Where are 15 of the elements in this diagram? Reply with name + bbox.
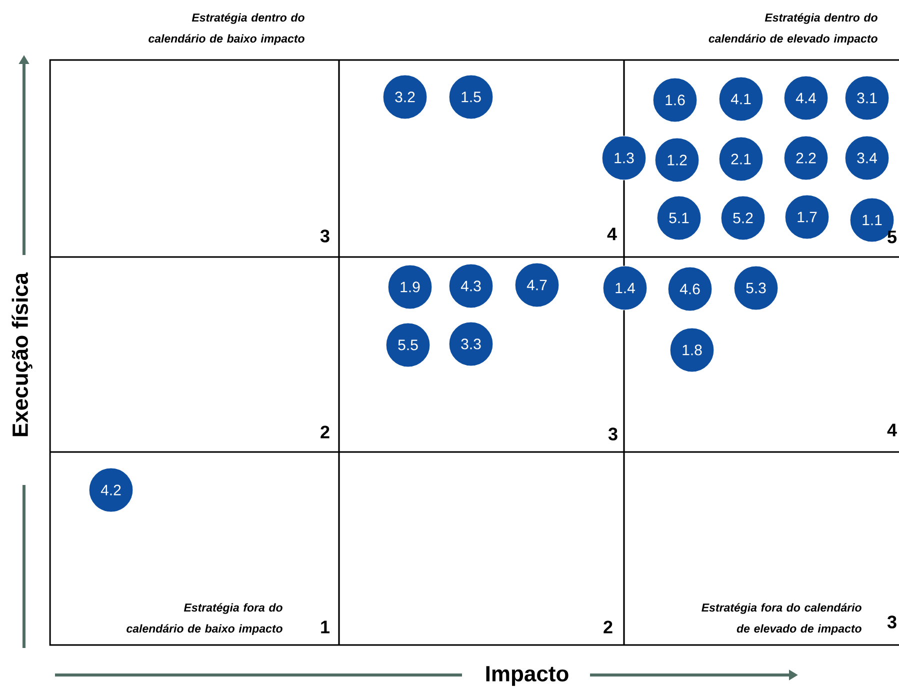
- cell-number: 4: [887, 424, 897, 436]
- quadrant-caption: Estratégia fora do calendário de elevado de impacto: [702, 603, 862, 635]
- cell-number: 3: [320, 230, 330, 242]
- cell-number: 4: [607, 228, 617, 240]
- cell-number: 3: [887, 616, 896, 628]
- cell-number: 2: [320, 426, 330, 438]
- quadrant-caption: Estratégia dentro do calendário de baixo impacto: [148, 13, 304, 45]
- cell-number: 2: [604, 620, 612, 634]
- quadrant-caption: Estratégia fora do calendário de baixo impacto: [126, 603, 282, 635]
- cell-number: 3: [608, 428, 618, 440]
- cell-number: 5: [888, 230, 897, 244]
- quadrant-caption: Estratégia dentro do calendário de elevado impacto: [708, 13, 878, 45]
- axis-title: Impacto: [486, 666, 568, 686]
- axis-title: Execução física: [12, 272, 32, 436]
- cell-number: 1: [321, 620, 330, 634]
